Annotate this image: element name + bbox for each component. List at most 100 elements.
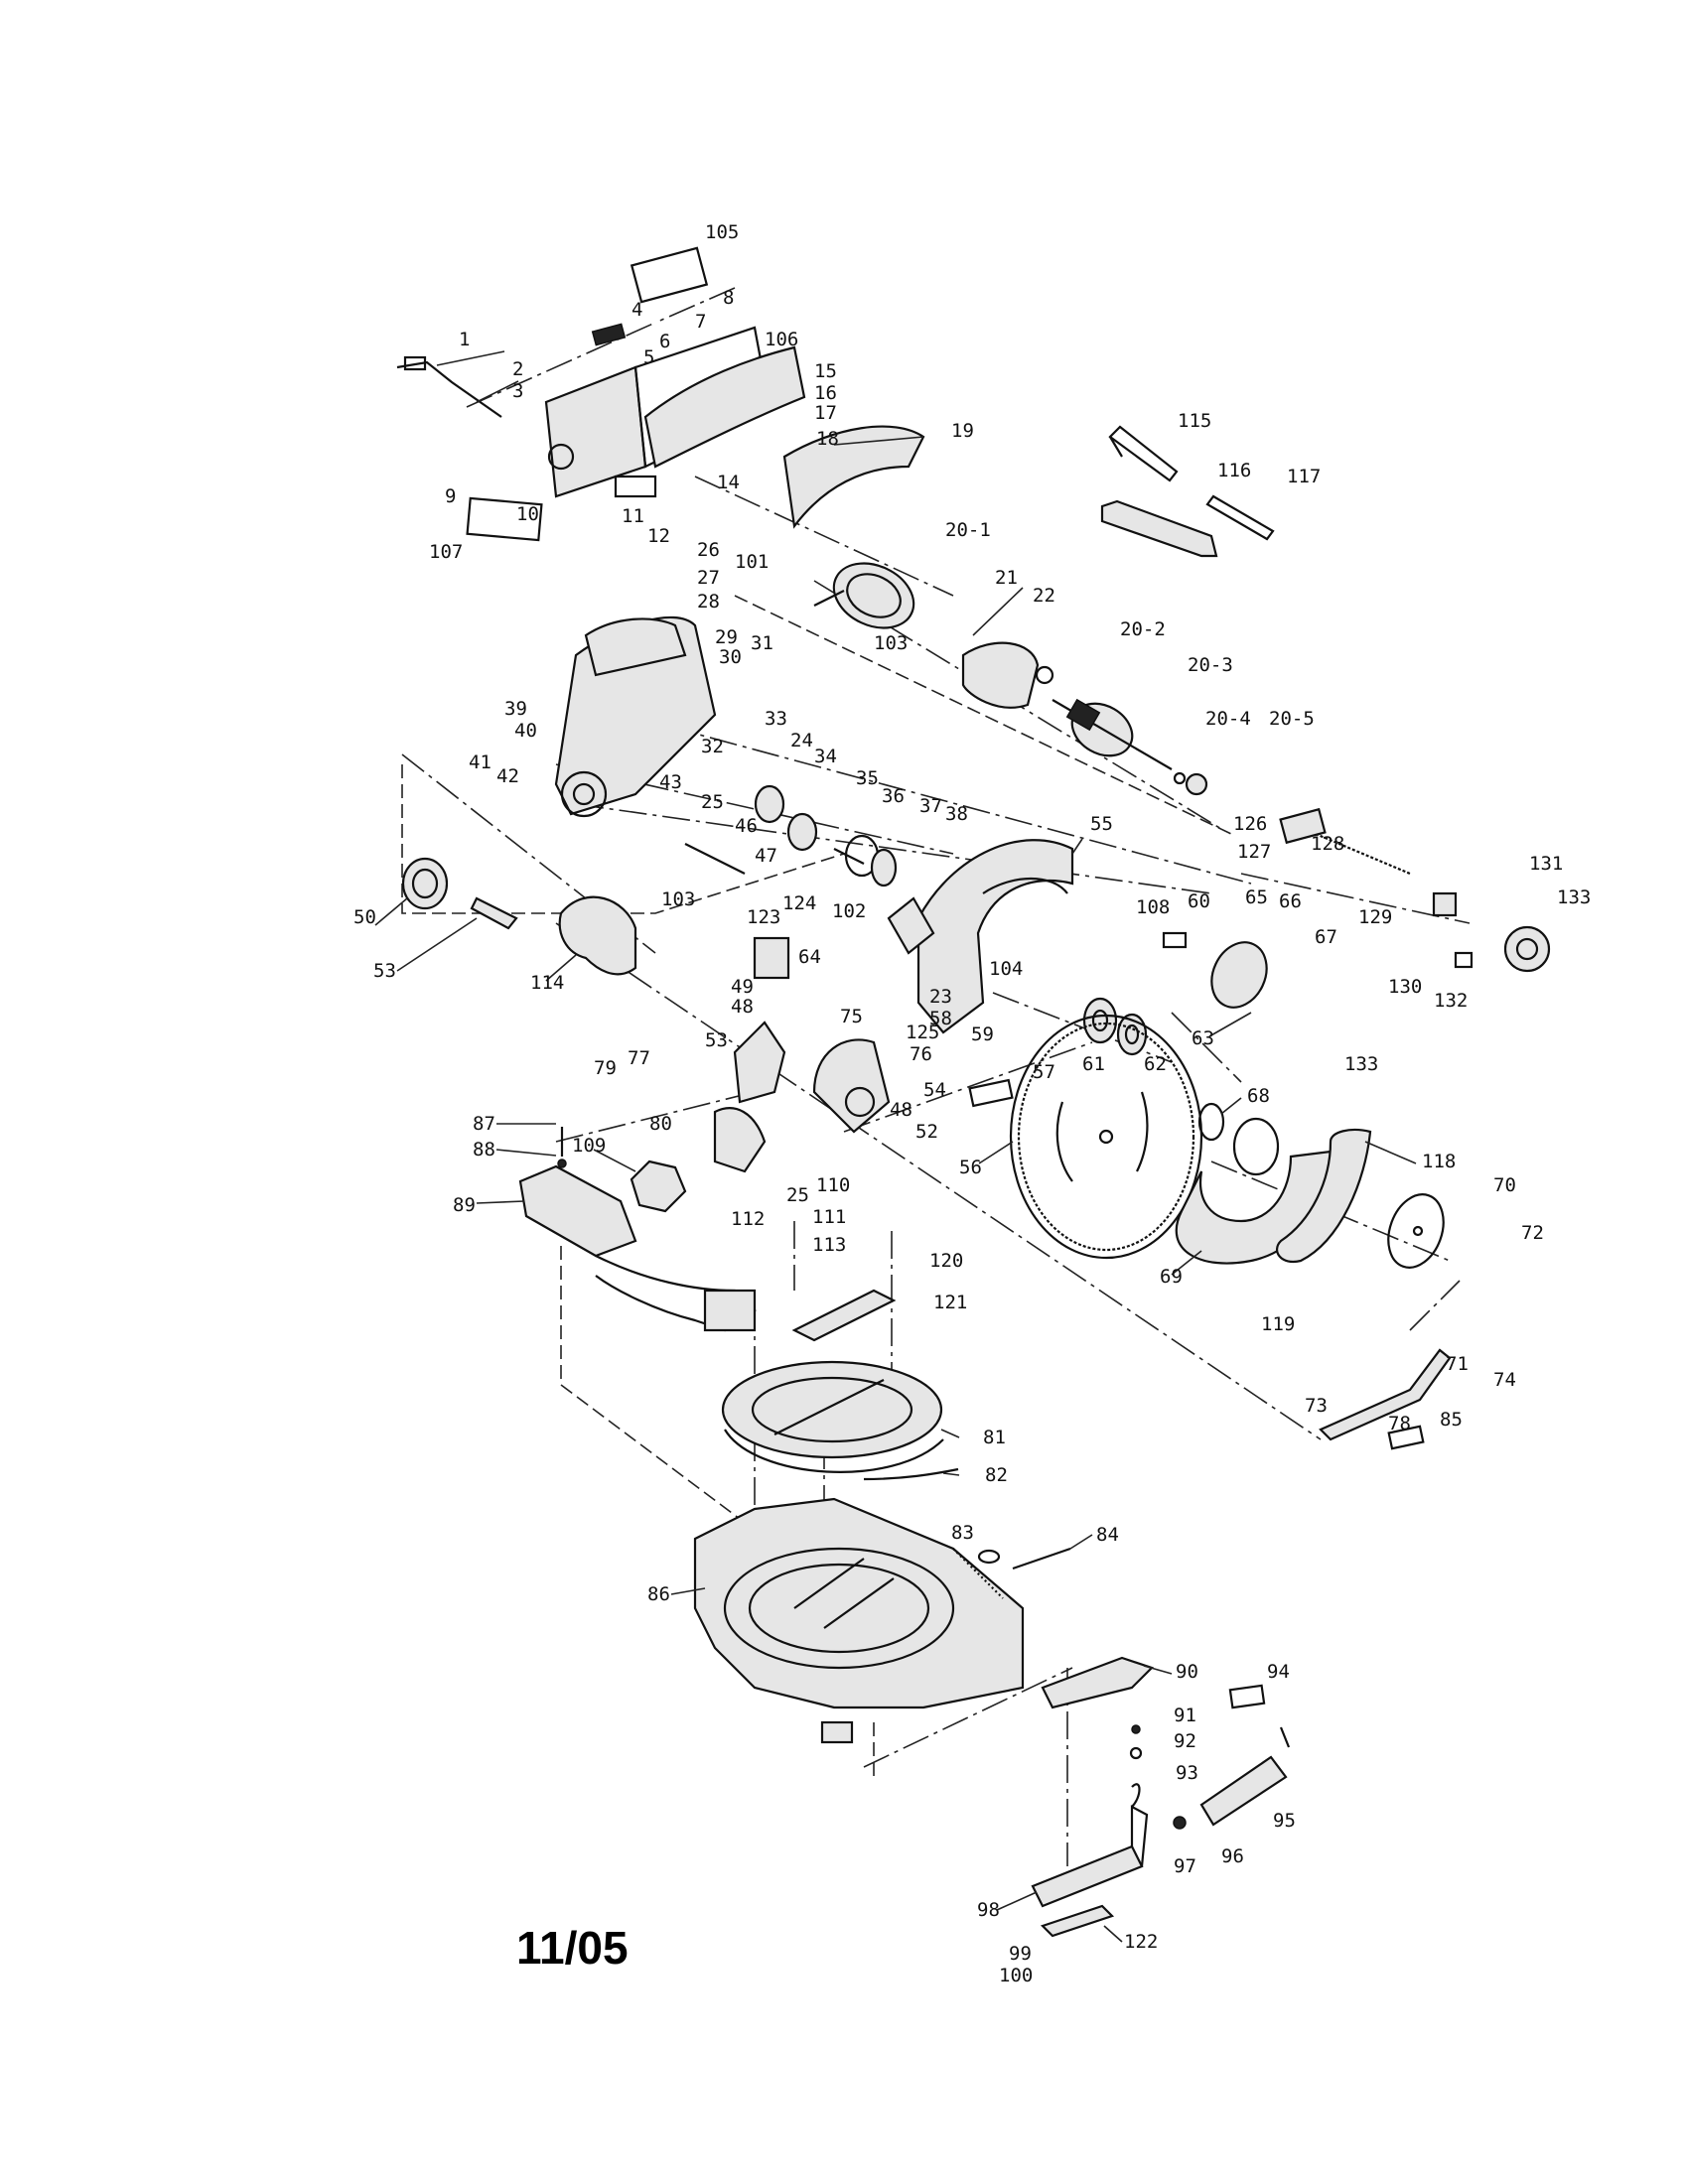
callout-3: 3: [512, 380, 523, 402]
arbor-shaft-46: [684, 843, 746, 875]
plate-122: [1040, 1904, 1115, 1938]
callout-25: 25: [786, 1184, 809, 1206]
callout-117: 117: [1287, 466, 1321, 487]
knob-133: [1503, 925, 1551, 973]
callout-96: 96: [1221, 1845, 1244, 1867]
callout-98: 98: [977, 1899, 1000, 1921]
callout-69: 69: [1160, 1266, 1183, 1288]
wrench-116: [1100, 499, 1218, 558]
callout-86: 86: [647, 1583, 670, 1605]
callout-123: 123: [747, 906, 780, 928]
armature-20-3: [1052, 698, 1173, 770]
callout-16: 16: [814, 382, 837, 404]
motor-stator-20-1: [813, 562, 915, 629]
washer-20-4: [1173, 771, 1187, 785]
callout-28: 28: [697, 591, 720, 613]
ring-68: [1197, 1102, 1225, 1142]
callout-75: 75: [840, 1006, 863, 1027]
bracket-123: [753, 936, 790, 980]
callout-99: 99: [1009, 1943, 1032, 1965]
callout-38: 38: [945, 803, 968, 825]
callout-12: 12: [647, 525, 670, 547]
callout-26: 26: [697, 539, 720, 561]
leader-lines: [374, 350, 1417, 1943]
callout-19: 19: [951, 420, 974, 442]
callout-29: 29: [715, 626, 738, 648]
guard-link-73: [1319, 1348, 1452, 1441]
callout-122: 122: [1124, 1931, 1158, 1953]
callout-87: 87: [473, 1113, 495, 1135]
callout-108: 108: [1136, 896, 1170, 918]
callout-23: 23: [929, 986, 952, 1008]
callout-78: 78: [1388, 1413, 1411, 1434]
callout-95: 95: [1273, 1810, 1296, 1832]
bearing-20-2: [1035, 665, 1054, 685]
callout-89: 89: [453, 1194, 476, 1216]
callout-118: 118: [1422, 1151, 1456, 1172]
spring-128: [1315, 832, 1411, 876]
callout-7: 7: [695, 311, 706, 333]
callout-91: 91: [1174, 1705, 1196, 1726]
hex-key-115: [1108, 425, 1179, 482]
callout-131: 131: [1529, 853, 1563, 875]
callout-121: 121: [933, 1292, 967, 1313]
callout-52: 52: [915, 1121, 938, 1143]
callout-27: 27: [697, 567, 720, 589]
callout-50: 50: [353, 906, 376, 928]
callout-73: 73: [1305, 1395, 1328, 1417]
upper-blade-guard-55: [887, 839, 1074, 1034]
callout-101: 101: [735, 551, 769, 573]
screw-91: [1131, 1724, 1141, 1734]
callout-130: 130: [1388, 976, 1422, 998]
callout-115: 115: [1178, 410, 1211, 432]
callout-128: 128: [1311, 833, 1344, 855]
hex-key-117: [1205, 494, 1275, 541]
bracket-129: [1432, 891, 1458, 917]
callout-82: 82: [985, 1464, 1008, 1486]
label-108: [1162, 931, 1188, 949]
group-outlines: [401, 595, 1232, 1777]
callout-8: 8: [723, 287, 734, 309]
washer-70: [1387, 1193, 1445, 1269]
callout-17: 17: [814, 402, 837, 424]
callout-10: 10: [516, 503, 539, 525]
callout-1: 1: [459, 329, 470, 350]
callout-20-4: 20-4: [1205, 708, 1251, 730]
label-105: [630, 246, 709, 304]
callout-120: 120: [929, 1250, 963, 1272]
callout-58: 58: [929, 1008, 952, 1029]
callout-39: 39: [504, 698, 527, 720]
callout-24: 24: [790, 730, 813, 751]
callout-129: 129: [1358, 906, 1392, 928]
washer-92: [1129, 1746, 1143, 1760]
callout-15: 15: [814, 360, 837, 382]
callout-20-3: 20-3: [1188, 654, 1233, 676]
callout-30: 30: [719, 646, 742, 668]
callout-18: 18: [816, 428, 839, 450]
callout-68: 68: [1247, 1085, 1270, 1107]
label-57: [968, 1078, 1014, 1108]
callout-93: 93: [1176, 1762, 1198, 1784]
callout-42: 42: [496, 765, 519, 787]
spacer-disc-65: [1210, 941, 1268, 1009]
callout-57: 57: [1033, 1061, 1055, 1083]
date-code: 11/05: [516, 1922, 629, 1974]
callout-20-5: 20-5: [1269, 708, 1315, 730]
callout-103: 103: [661, 888, 695, 910]
callout-22: 22: [1033, 585, 1055, 607]
gear-set: [754, 784, 898, 887]
blade-flange-61: [1082, 997, 1118, 1044]
callout-59: 59: [971, 1024, 994, 1045]
callout-100: 100: [999, 1965, 1033, 1986]
callout-47: 47: [755, 845, 777, 867]
lock-lever-90: [1041, 1656, 1155, 1709]
brush-holder-22: [961, 641, 1040, 709]
bearing-20-5: [1185, 772, 1208, 796]
pointer-82: [863, 1467, 959, 1481]
callout-124: 124: [782, 892, 816, 914]
callout-125: 125: [906, 1022, 939, 1043]
label-94: [1228, 1684, 1266, 1709]
lock-bracket-98: [1031, 1805, 1149, 1908]
callout-48: 48: [890, 1099, 912, 1121]
